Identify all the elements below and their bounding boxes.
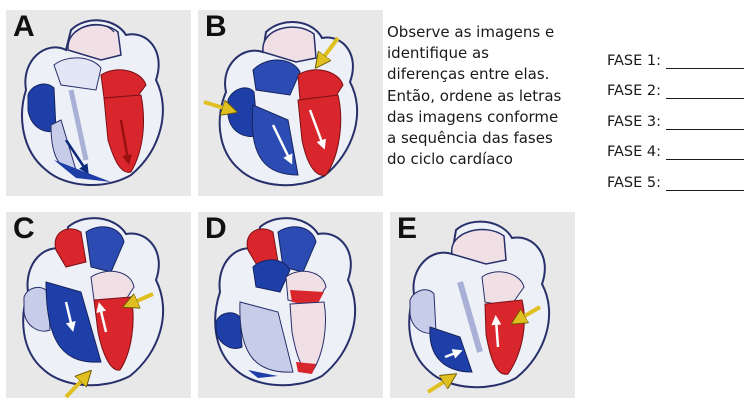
- heart-panel-e: E: [390, 212, 575, 398]
- instructions-line: do ciclo cardíaco: [387, 149, 587, 170]
- phase-label: FASE 4:: [607, 144, 661, 160]
- heart-diagram-e: [390, 212, 575, 398]
- phase-answer-blank[interactable]: [666, 118, 744, 130]
- panel-letter-d: D: [205, 214, 227, 244]
- instructions-text: Observe as imagens e identifique as dife…: [387, 22, 587, 170]
- instructions-line: Observe as imagens e: [387, 22, 587, 43]
- phase-row-3: FASE 3:: [607, 99, 744, 130]
- phase-label: FASE 3:: [607, 114, 661, 130]
- phase-answer-blank[interactable]: [666, 57, 744, 69]
- heart-panel-c: C: [6, 212, 191, 398]
- heart-panel-a: A: [6, 10, 191, 196]
- instructions-line: das imagens conforme: [387, 107, 587, 128]
- phase-row-4: FASE 4:: [607, 130, 744, 161]
- panel-letter-b: B: [205, 12, 227, 42]
- instructions-line: Então, ordene as letras: [387, 86, 587, 107]
- instructions-line: a sequência das fases: [387, 128, 587, 149]
- instructions-line: identifique as: [387, 43, 587, 64]
- phase-answer-blank[interactable]: [666, 179, 744, 191]
- phase-row-2: FASE 2:: [607, 69, 744, 100]
- panel-letter-e: E: [397, 214, 417, 244]
- phase-row-5: FASE 5:: [607, 160, 744, 191]
- panel-letter-a: A: [13, 12, 35, 42]
- phase-answer-blank[interactable]: [666, 87, 744, 99]
- instructions-line: diferenças entre elas.: [387, 64, 587, 85]
- phase-label: FASE 1:: [607, 53, 661, 69]
- phase-answer-list: FASE 1: FASE 2: FASE 3: FASE 4: FASE 5:: [607, 38, 744, 191]
- phase-label: FASE 2:: [607, 83, 661, 99]
- heart-panel-b: B: [198, 10, 383, 196]
- phase-row-1: FASE 1:: [607, 38, 744, 69]
- panel-letter-c: C: [13, 214, 35, 244]
- heart-panel-d: D: [198, 212, 383, 398]
- phase-answer-blank[interactable]: [666, 148, 744, 160]
- phase-label: FASE 5:: [607, 175, 661, 191]
